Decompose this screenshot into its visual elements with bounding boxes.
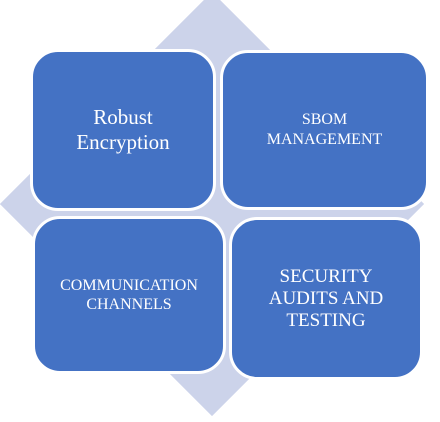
tile-label: SECURITY AUDITS AND TESTING <box>268 265 384 331</box>
tile-robust-encryption: Robust Encryption <box>30 49 216 211</box>
tile-security-audits-testing: SECURITY AUDITS AND TESTING <box>229 217 423 380</box>
tile-communication-channels: COMMUNICATION CHANNELS <box>32 216 226 374</box>
tile-label: Robust Encryption <box>76 105 170 154</box>
tile-label: SBOM MANAGEMENT <box>266 111 383 148</box>
tile-sbom-management: SBOM MANAGEMENT <box>220 50 429 210</box>
tile-label: COMMUNICATION CHANNELS <box>60 277 198 313</box>
